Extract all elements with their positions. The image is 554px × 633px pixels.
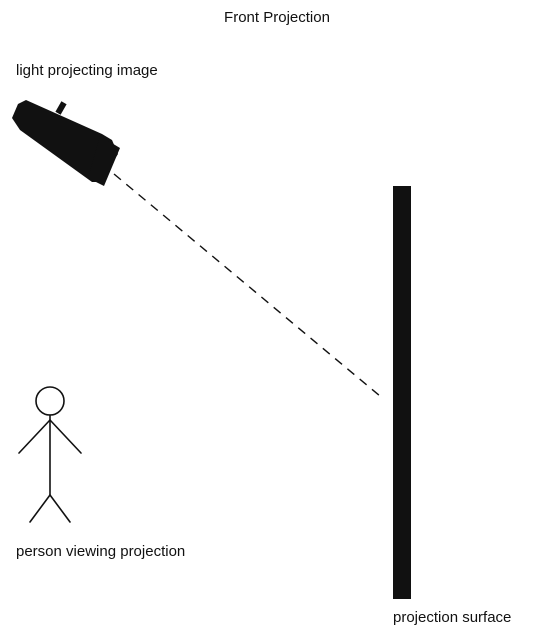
projection-beam bbox=[114, 174, 380, 396]
projection-surface bbox=[393, 186, 411, 599]
stick-figure-icon bbox=[19, 387, 81, 522]
projector-icon bbox=[12, 100, 120, 186]
